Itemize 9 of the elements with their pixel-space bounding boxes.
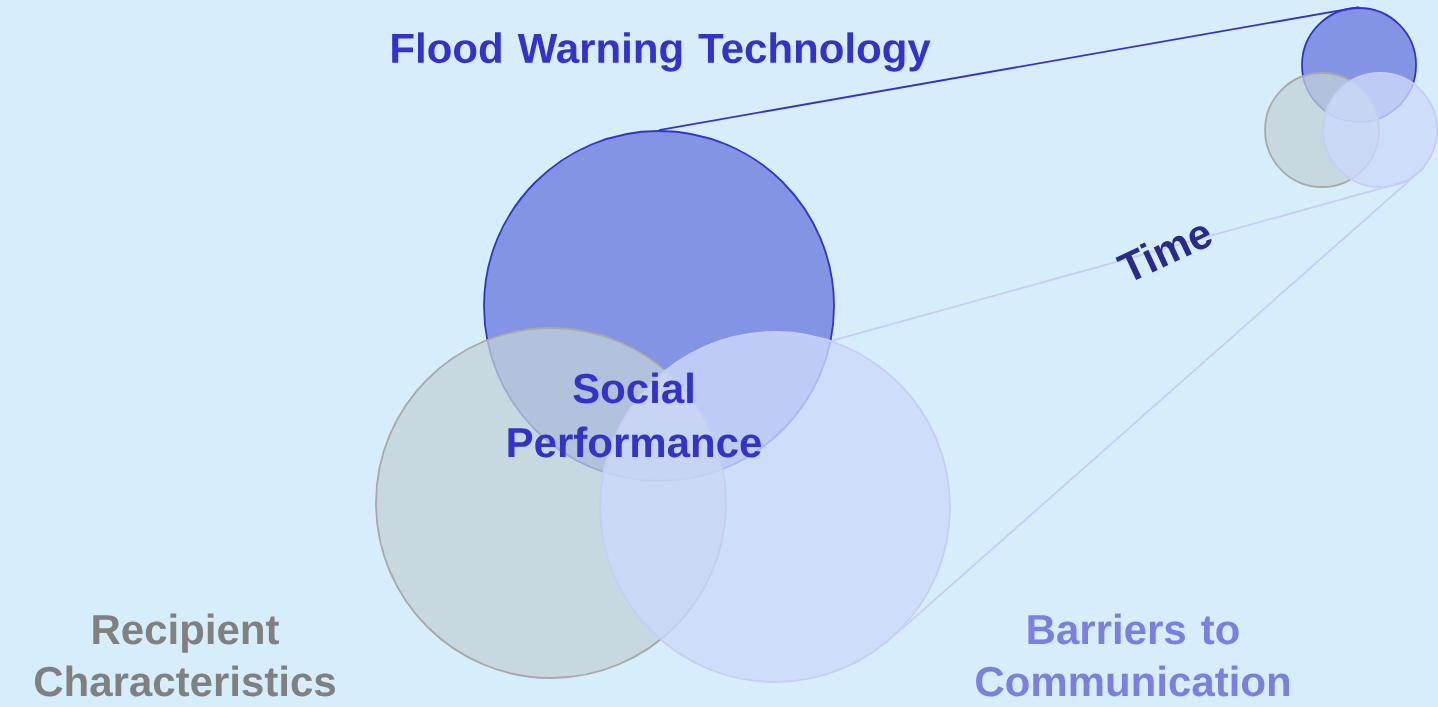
heading: Barriers to Communication xyxy=(976,613,1290,697)
line xyxy=(831,180,1409,342)
heading: Flood Warning Technology xyxy=(392,32,931,72)
axis-label: Time xyxy=(1115,226,1212,280)
circle xyxy=(1322,72,1438,188)
heading: Recipient Characteristics xyxy=(35,613,335,697)
line xyxy=(900,166,1426,631)
line xyxy=(658,6,1360,131)
center-label: Social Performance xyxy=(508,372,761,458)
